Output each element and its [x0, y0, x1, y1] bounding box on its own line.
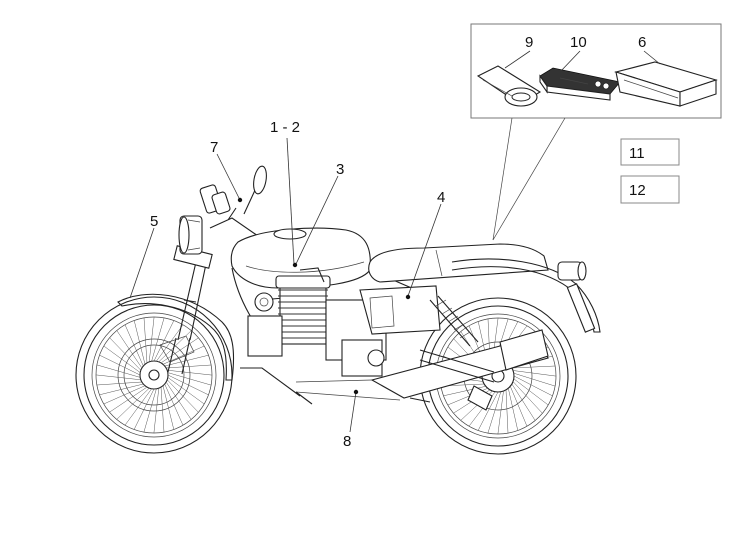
spoke: [133, 320, 146, 365]
spoke: [443, 386, 486, 397]
spoke: [508, 388, 519, 431]
spoke: [153, 320, 175, 362]
spoke: [511, 383, 536, 421]
spoke: [148, 316, 155, 362]
spoke: [160, 387, 165, 433]
callout-1-2: 1 - 2: [270, 119, 300, 136]
spoke: [96, 364, 141, 378]
fuel-tank: [230, 227, 371, 289]
accessory-kit-box: [470, 23, 722, 119]
callout-8: 8: [343, 433, 351, 450]
front-fender: [117, 293, 235, 381]
spoke: [167, 377, 205, 405]
spoke: [103, 345, 141, 373]
engine: [247, 267, 387, 377]
rear-shock: [429, 295, 479, 347]
spoke: [109, 386, 148, 413]
spoke: [124, 388, 152, 426]
spoke: [116, 330, 143, 369]
spoke: [133, 388, 155, 430]
spoke: [512, 370, 557, 377]
tail-light: [557, 261, 587, 281]
rear-fender: [451, 258, 601, 333]
spoke: [162, 385, 175, 430]
spoke: [513, 375, 553, 397]
spoke: [497, 390, 504, 435]
spoke: [96, 381, 142, 386]
spoke: [156, 324, 184, 362]
spoke: [167, 374, 209, 396]
callout-11: 11: [629, 145, 645, 162]
spoke: [487, 391, 502, 434]
callout-6: 6: [638, 34, 646, 51]
spoke: [511, 365, 556, 369]
callout-3: 3: [336, 161, 344, 178]
callout-7: 7: [210, 139, 218, 156]
spoke: [167, 372, 212, 386]
spoke: [99, 354, 141, 376]
spoke: [153, 388, 160, 434]
spoke: [116, 388, 150, 420]
leader-lines: [129, 137, 442, 433]
callout-5: 5: [150, 213, 158, 230]
spoke: [167, 369, 213, 376]
motorcycle-drawing: [75, 165, 601, 455]
exhaust: [295, 329, 549, 401]
callout-12: 12: [629, 182, 646, 199]
callout-9: 9: [525, 34, 533, 51]
spoke: [95, 374, 141, 381]
spoke: [510, 386, 528, 427]
callout-4: 4: [437, 189, 445, 206]
spoke: [160, 337, 199, 364]
spoke: [167, 379, 199, 413]
spoke: [505, 389, 509, 434]
owners-manual-icon: [539, 67, 621, 101]
spoke: [143, 317, 148, 363]
spoke: [477, 391, 499, 431]
part-box-11: [620, 138, 680, 166]
spoke: [151, 317, 165, 362]
spoke: [124, 324, 144, 367]
spoke: [512, 381, 543, 414]
cover-pouch-icon: [476, 65, 542, 107]
spoke: [99, 383, 144, 396]
spoke: [143, 388, 157, 433]
part-box-12: [620, 175, 680, 204]
front-wheel: [75, 296, 233, 454]
callout-10: 10: [570, 34, 587, 51]
spoke: [164, 383, 184, 426]
spoke: [513, 378, 549, 406]
headlight: [178, 215, 203, 255]
spoke: [166, 364, 212, 369]
spoke: [513, 372, 556, 387]
spoke: [103, 385, 146, 405]
spoke: [164, 354, 209, 367]
spoke: [165, 381, 192, 420]
spoke: [109, 337, 141, 371]
seat: [368, 243, 549, 283]
folded-cloth-icon: [613, 61, 718, 107]
